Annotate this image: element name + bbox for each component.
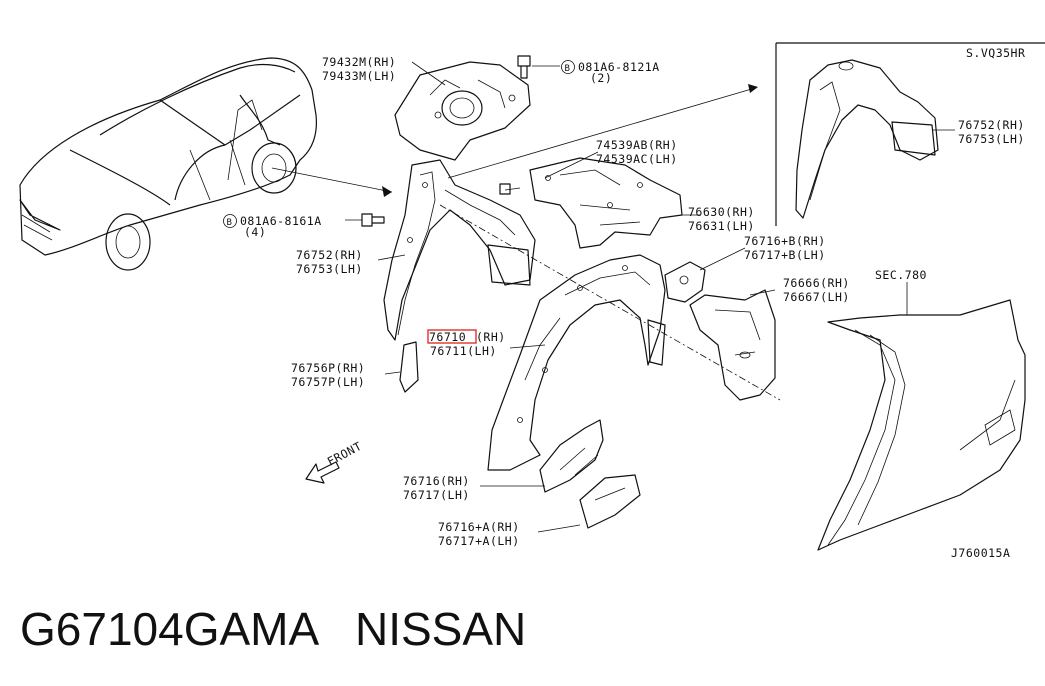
bracket-79432m (394, 61, 531, 161)
panel-76716a (537, 474, 641, 533)
label-76716: 76716(RH) (403, 474, 470, 488)
footer-part-number: G67104GAMA (20, 603, 317, 655)
footer-brand: NISSAN (354, 603, 527, 655)
label-76631: 76631(LH) (688, 219, 755, 233)
panel-76716 (480, 419, 604, 493)
label-bolt-top: 081A6-8121A (578, 60, 660, 74)
inset-vq35hr (775, 42, 1045, 226)
bolt-top: B (517, 55, 575, 79)
footer-caption: G67104GAMA NISSAN (20, 602, 526, 656)
label-76717: 76717(LH) (403, 488, 470, 502)
centerline-dashed (439, 204, 781, 401)
label-76753: 76753(LH) (296, 262, 363, 276)
bracket-74539ab (499, 151, 683, 249)
label-76752: 76752(RH) (296, 248, 363, 262)
label-bolt-left: 081A6-8161A (240, 214, 322, 228)
label-bolt-left-qty: (4) (244, 225, 266, 239)
arrow-left-icon (305, 461, 340, 484)
circled-b-icon (561, 60, 575, 74)
outer-wheelhouse-76710 (487, 254, 666, 471)
diagram-code: J760015A (951, 546, 1010, 560)
label-inset-76753: 76753(LH) (958, 132, 1025, 146)
svg-text:B: B (565, 64, 571, 74)
inner-wheelhouse-76752 (377, 84, 758, 341)
highlight-box-76710 (427, 329, 477, 344)
label-76710-code: 76710 (429, 330, 466, 344)
label-76716b: 76716+B(RH) (744, 234, 826, 248)
car-illustration (19, 57, 393, 271)
circled-b-icon (223, 214, 237, 228)
patch-76716b (664, 247, 746, 303)
svg-text:B: B (227, 218, 233, 228)
label-79432m: 79432M(RH) (322, 55, 396, 69)
front-indicator: FRONT (305, 439, 364, 484)
front-label: FRONT (325, 439, 364, 469)
label-76666: 76666(RH) (783, 276, 850, 290)
patch-76756p (384, 341, 419, 393)
label-76717a: 76717+A(LH) (438, 534, 520, 548)
label-76630: 76630(RH) (688, 205, 755, 219)
section-label: SEC.780 (875, 268, 927, 282)
bolt-left: B (223, 213, 385, 228)
label-76710-side: (RH) (476, 330, 506, 344)
label-76716a: 76716+A(RH) (438, 520, 520, 534)
label-74539ab: 74539AB(RH) (596, 138, 678, 152)
label-76711: 76711(LH) (430, 344, 497, 358)
label-bolt-top-qty: (2) (590, 71, 612, 85)
label-76756p: 76756P(RH) (291, 361, 365, 375)
label-inset-76752: 76752(RH) (958, 118, 1025, 132)
label-74539ac: 74539AC(LH) (596, 152, 678, 166)
label-76757p: 76757P(LH) (291, 375, 365, 389)
label-76717b: 76717+B(LH) (744, 248, 826, 262)
quarter-panel-sec780 (817, 282, 1026, 551)
label-79433m: 79433M(LH) (322, 69, 396, 83)
variant-label: S.VQ35HR (966, 46, 1025, 60)
bracket-76666 (689, 289, 776, 401)
label-76667: 76667(LH) (783, 290, 850, 304)
